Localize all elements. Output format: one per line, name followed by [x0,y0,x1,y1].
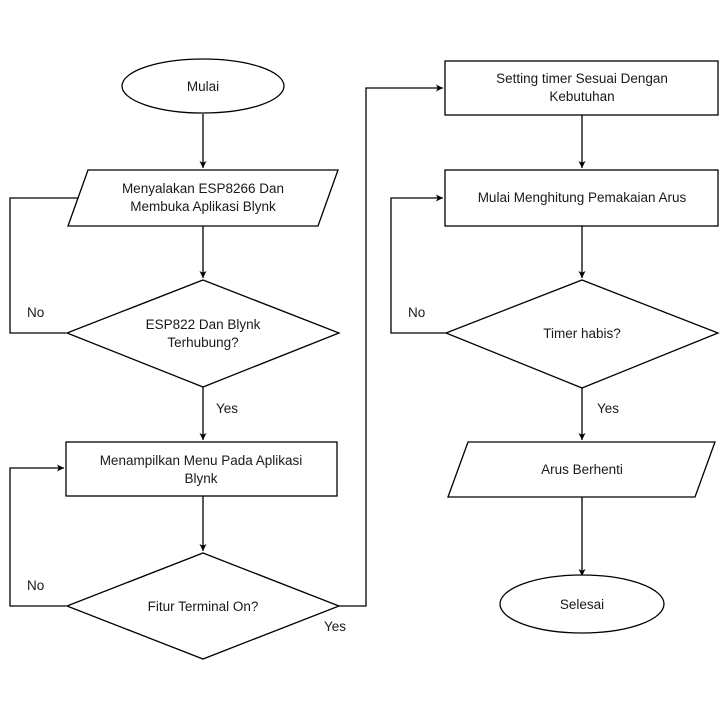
selesai-label: Selesai [560,597,604,612]
fitur-yes-label: Yes [324,619,346,634]
io-berhenti [447,441,716,498]
menampilkan-label-line-1: Menampilkan Menu Pada Aplikasi [100,453,303,468]
terhubung-no-label: No [27,305,44,320]
edge-fitur-yes [339,84,443,607]
terhubung-label-line-1: ESP822 Dan Blynk [146,317,261,332]
edge-timer-no-loop [390,194,448,334]
process-menghitung [444,169,719,227]
edge-fitur-no-loop [9,464,66,607]
mulai-label: Mulai [187,79,219,94]
menyalakan-label-line-1: Menyalakan ESP8266 Dan [122,181,284,196]
process-menampilkan [65,441,338,497]
edge-terhubung-no-loop [9,194,88,334]
terhubung-label-line-2: Terhubung? [167,335,238,350]
menyalakan-label-line-2: Membuka Aplikasi Blynk [130,199,276,214]
menghitung-label: Mulai Menghitung Pemakaian Arus [478,190,687,205]
end-terminator [499,574,665,634]
decision-terhubung [65,279,341,388]
timer-yes-label: Yes [597,401,619,416]
terhubung-yes-label: Yes [216,401,238,416]
io-menyalakan [67,169,339,227]
decision-timer [444,279,720,389]
timer-label: Timer habis? [543,326,621,341]
setting-label-line-2: Kebutuhan [549,89,614,104]
fitur-label: Fitur Terminal On? [148,599,259,614]
fitur-no-label: No [27,578,44,593]
decision-fitur [65,552,341,660]
setting-label-line-1: Setting timer Sesuai Dengan [496,71,668,86]
berhenti-label: Arus Berhenti [541,462,623,477]
process-setting [444,60,719,116]
start-terminator [121,58,285,114]
menampilkan-label-line-2: Blynk [184,471,217,486]
timer-no-label: No [408,305,425,320]
